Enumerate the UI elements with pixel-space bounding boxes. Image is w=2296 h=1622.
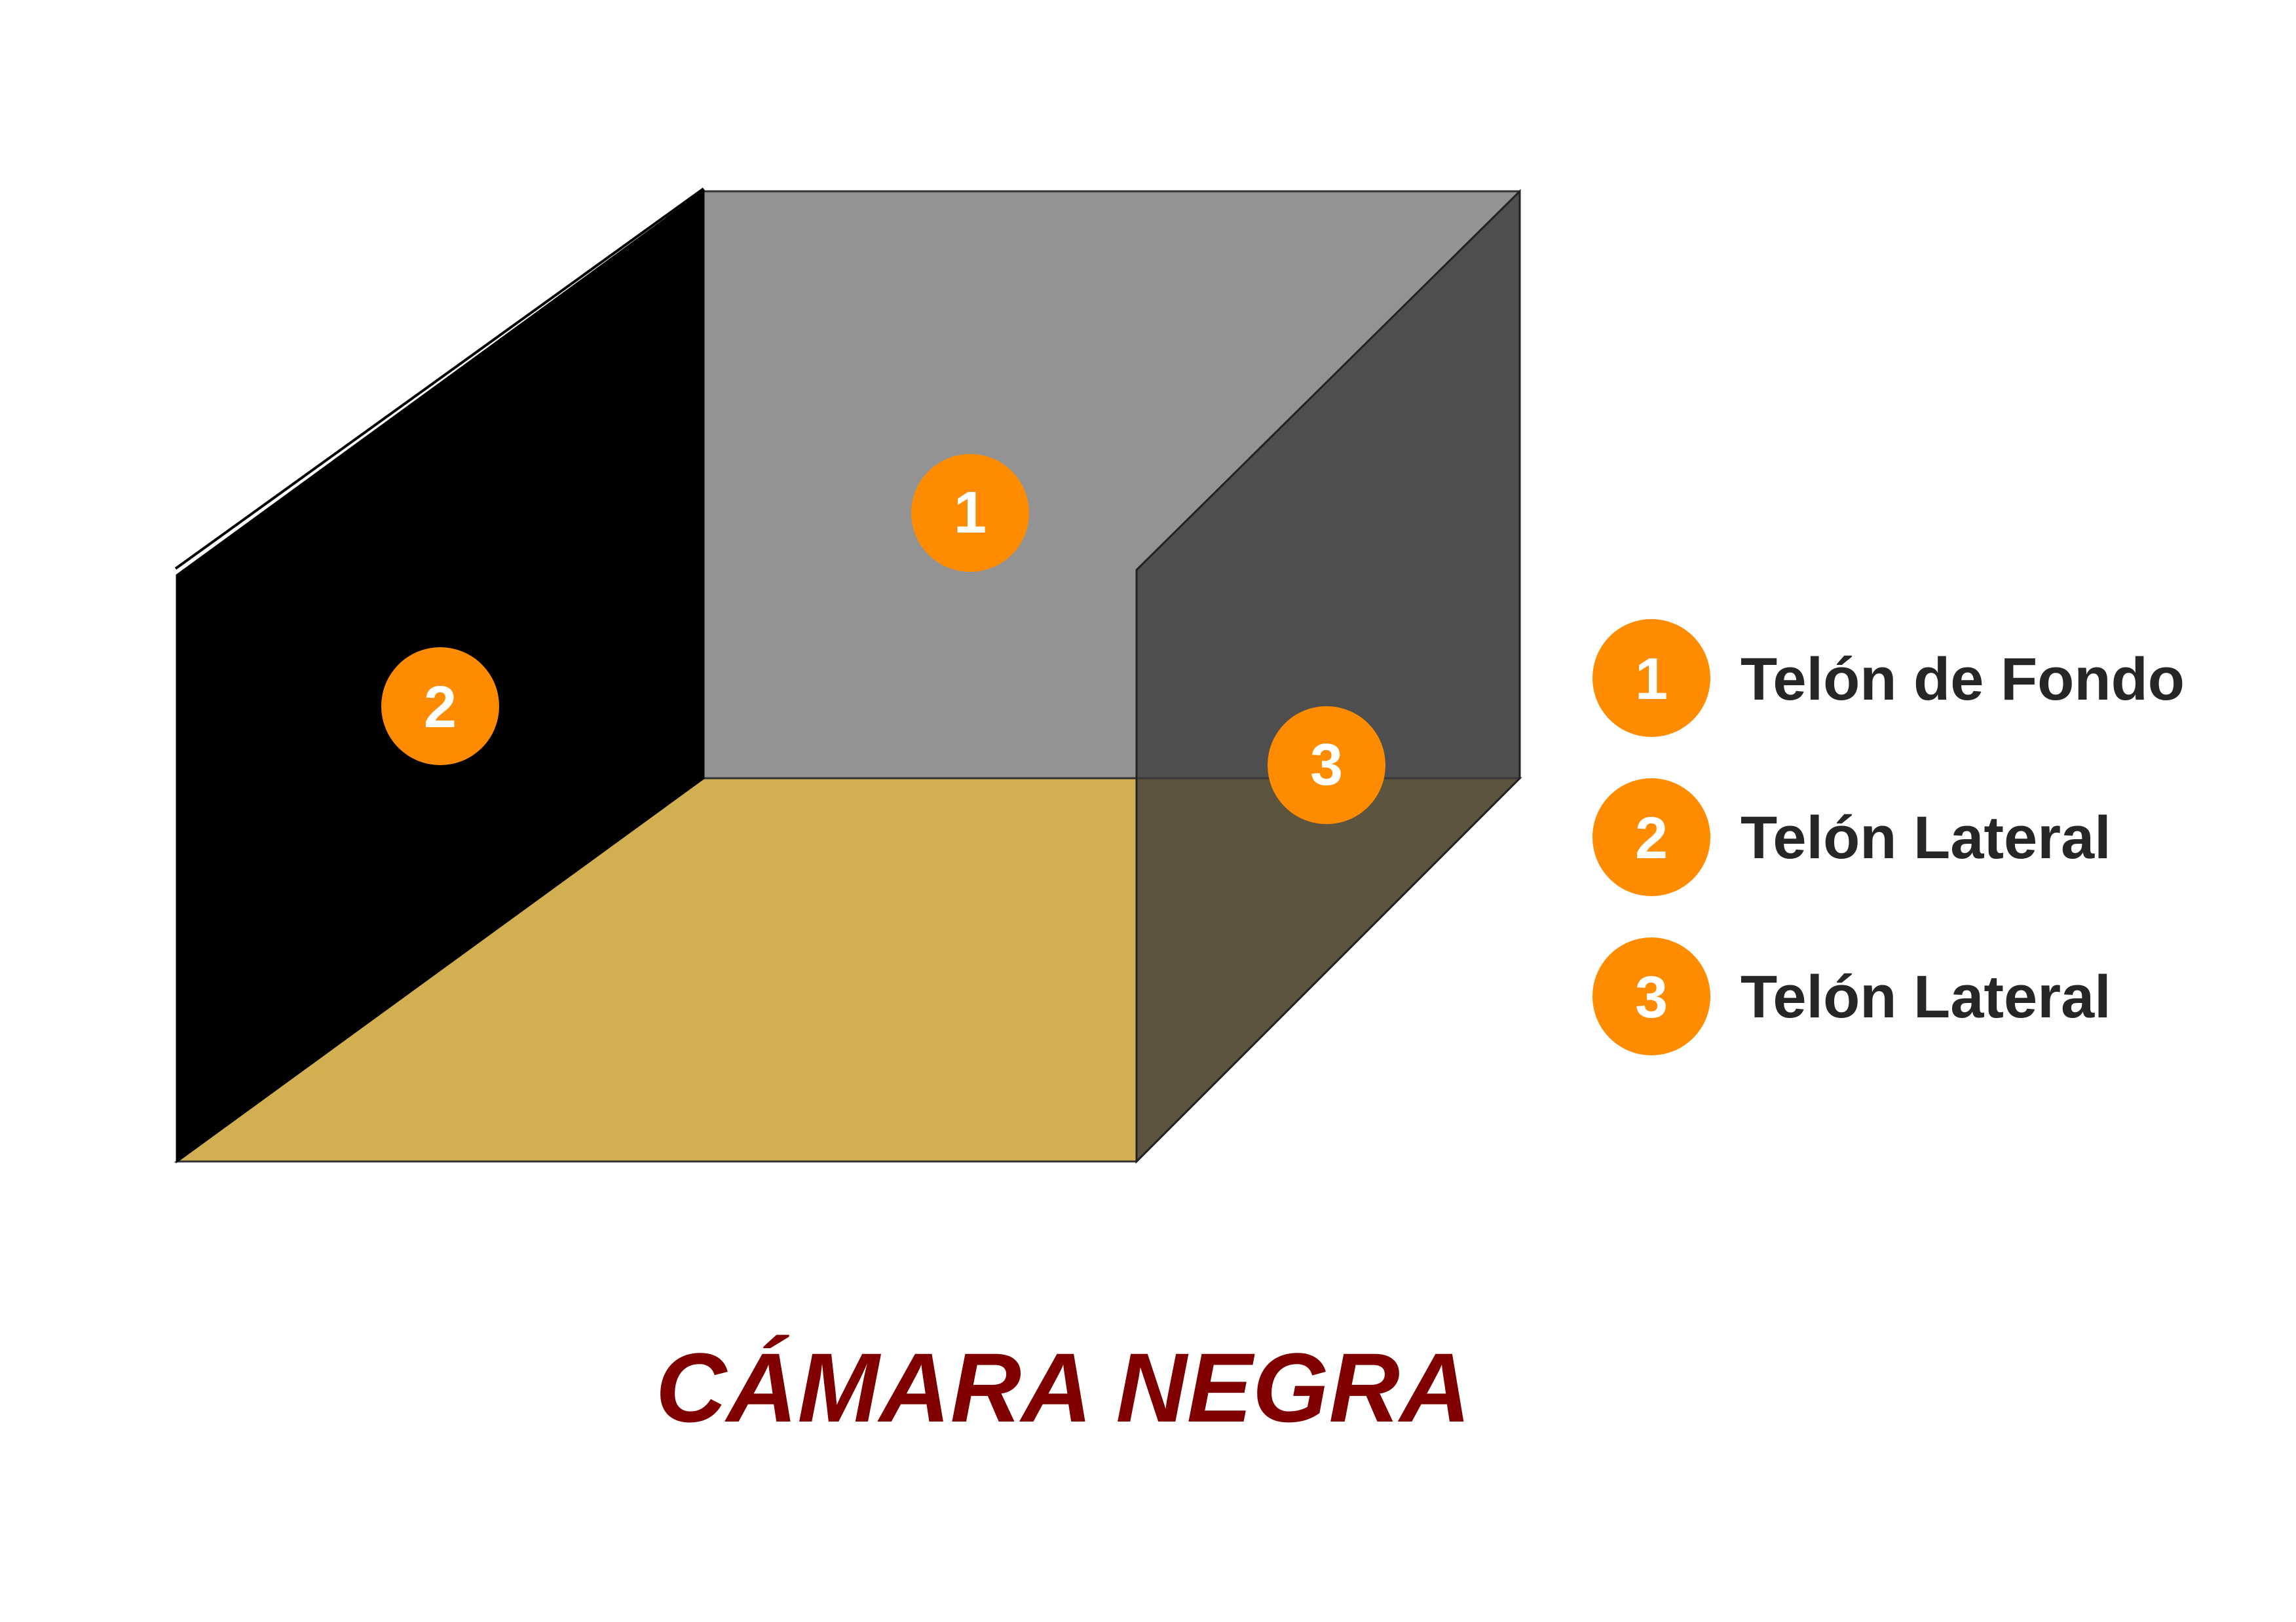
legend-item-3-label: Telón Lateral xyxy=(1741,964,2111,1030)
legend-item-2: 2 Telón Lateral xyxy=(1592,778,2111,896)
badge-3-label: 3 xyxy=(1310,732,1343,798)
badge-1-label: 1 xyxy=(954,480,987,546)
legend-item-3: 3 Telón Lateral xyxy=(1592,937,2111,1055)
right-curtain-panel xyxy=(1135,189,1521,1164)
legend-item-1: 1 Telón de Fondo xyxy=(1592,619,2185,737)
badge-1-back-curtain: 1 xyxy=(911,454,1029,572)
left-curtain-top-edge xyxy=(174,187,705,570)
badge-3-right-curtain: 3 xyxy=(1268,706,1385,824)
badge-2-left-curtain: 2 xyxy=(381,647,499,765)
legend-item-1-number: 1 xyxy=(1635,647,1668,712)
badge-2-label: 2 xyxy=(424,675,457,740)
legend: 1 Telón de Fondo 2 Telón Lateral 3 Telón… xyxy=(1592,619,2185,1055)
diagram-title: CÁMARA NEGRA xyxy=(656,1332,1471,1443)
legend-item-2-number: 2 xyxy=(1635,806,1668,871)
legend-item-2-label: Telón Lateral xyxy=(1741,804,2111,871)
legend-item-3-number: 3 xyxy=(1635,965,1668,1030)
legend-item-1-label: Telón de Fondo xyxy=(1741,646,2185,713)
